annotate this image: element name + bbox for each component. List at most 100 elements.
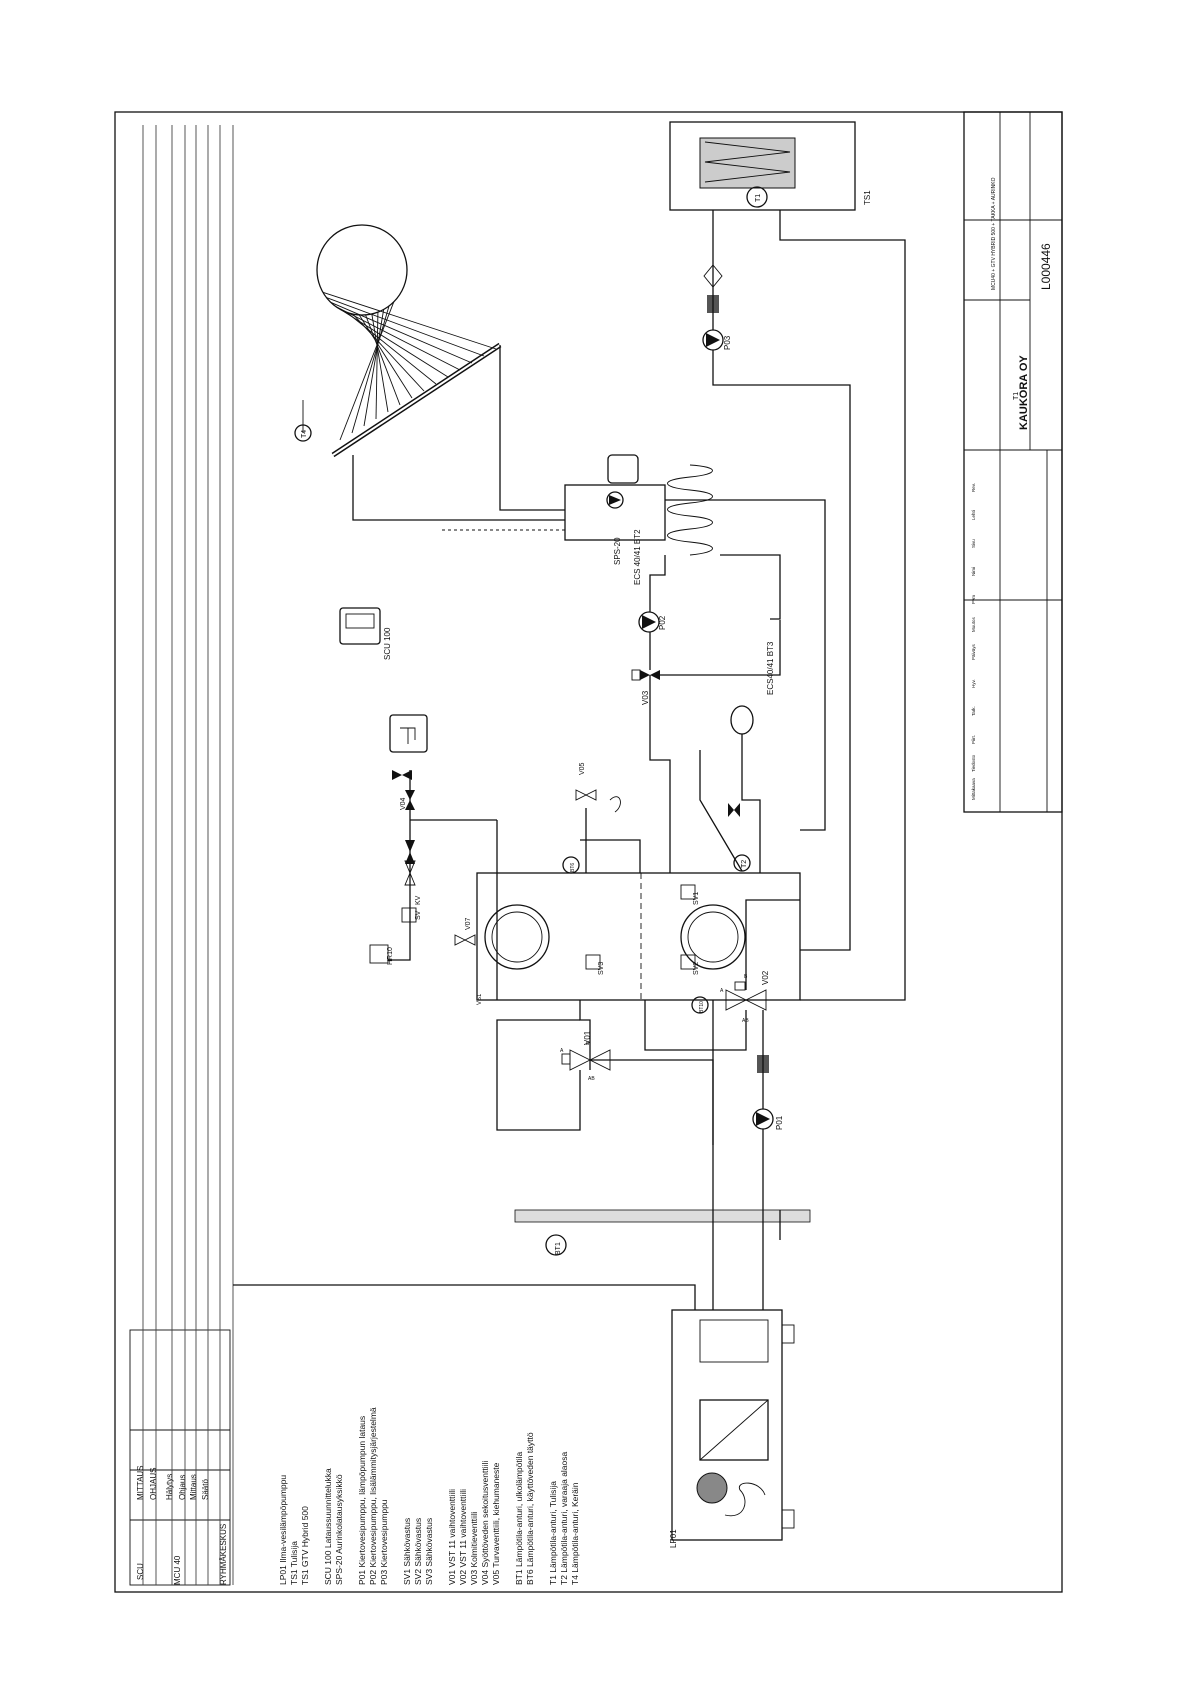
floor-heating-coil [667, 464, 713, 556]
controller-scu100 [339, 607, 381, 645]
legend-entry: TS1 GTV Hybrid 500 [300, 1506, 310, 1585]
bus-label-ryhmakeskus: RYHMÄKESKUS [219, 1524, 228, 1585]
t4-label: T4 [301, 430, 308, 438]
valve-v05 [575, 789, 597, 801]
hr10-label: HR10 [387, 947, 394, 965]
sensor-t1 [746, 186, 768, 208]
pump-p02 [638, 611, 660, 633]
bus-label-halytys: Hälytys [165, 1474, 174, 1500]
v01-mark-a: A [560, 1048, 564, 1054]
title-block-sheet: T1 [1013, 392, 1020, 400]
title-block-cell: Nimi [971, 567, 976, 576]
drawing-frame [114, 111, 1063, 1593]
v02-label: V02 [761, 970, 770, 985]
safety-valve-sv [401, 907, 417, 923]
legend-entry: T4 Lämpötila-anturi, Keräin [570, 1482, 580, 1585]
v01-label: V01 [583, 1030, 592, 1045]
bus-lines [142, 125, 234, 1585]
v01-mark-ab: AB [588, 1076, 595, 1082]
title-block-doc-no: L000446 [1039, 243, 1053, 290]
title-block-cell: Tark. [971, 706, 976, 716]
legend-entry: V02 VST 11 vaihtoventtiili [458, 1489, 468, 1585]
bus-label-mcu40: MCU 40 [173, 1555, 182, 1585]
bt1-label: BT1 [555, 1242, 562, 1255]
legend-entry: SV1 Sähkövastus [402, 1518, 412, 1585]
t1-label: T1 [755, 194, 762, 202]
sv2-label: SV2 [693, 962, 700, 975]
sensor-bt1 [545, 1234, 567, 1256]
legend-entry: SPS-20 Aurinkolatausyksikkö [334, 1474, 344, 1585]
sensor-bt10 [691, 996, 709, 1014]
legend-entry: SV2 Sähkövastus [413, 1518, 423, 1585]
vs1-label: VS1 [477, 993, 483, 1005]
title-block-cell: Muutos [971, 616, 976, 632]
sv3-label: SV3 [598, 962, 605, 975]
legend-entry: T2 Lämpötila-anturi, varaaja alaosa [559, 1451, 569, 1585]
legend-entry: BT1 Lämpötila-anturi, ulkolämpötila [514, 1451, 524, 1585]
bus-label-frame [129, 1329, 231, 1586]
title-block-cell: Piirt. [971, 735, 976, 744]
heat-pump-lp01: LP01 [669, 1309, 795, 1548]
valve-v01: V01 A B AB [560, 1030, 611, 1082]
sv-label: SV [415, 910, 422, 920]
bus-label-ohjaus-2: Ohjaus [178, 1475, 187, 1500]
p01-label: P01 [775, 1115, 784, 1130]
legend-entry: P03 Kiertovesipumppu [379, 1499, 389, 1585]
title-block-cell: Hyv. [971, 679, 976, 688]
v01-mark-b: B [586, 1041, 590, 1047]
v04-label: V04 [400, 797, 407, 810]
title-block-company: KAUKORA OY [1018, 355, 1030, 430]
piping [233, 210, 906, 1310]
legend-entry: BT6 Lämpötila-anturi, käyttöveden täyttö [525, 1432, 535, 1585]
ecs-bt2-label: ECS 40/41 BT2 [633, 529, 642, 585]
legend-entry: P02 Kiertovesipumppu, lisälämmitysjärjes… [368, 1407, 378, 1585]
title-block-cell: Sivu [971, 539, 976, 548]
legend-entry: TS1 Tulisija [289, 1541, 299, 1585]
sv1-label: SV1 [693, 892, 700, 905]
ts1-label: TS1 [863, 190, 872, 205]
bus-label-scu: SCU [136, 1563, 145, 1580]
v03-label: V03 [641, 690, 650, 705]
ecs-bt3-label: ECS40/41 BT3 [766, 641, 775, 695]
valve-v07 [454, 934, 476, 946]
legend-entry: P01 Kiertovesipumppu, lämpöpumpun lataus [357, 1416, 367, 1585]
t2-label: T2 [741, 860, 748, 868]
legend-entry: V01 VST 11 vaihtoventtiili [447, 1489, 457, 1585]
title-block-cell: Päiväys [971, 643, 976, 660]
title-block-cells: Mittakaava Tiedosto Piirt. Tark. Hyv. Päiväys… [971, 483, 976, 800]
fireplace-ts1 [669, 121, 856, 211]
sensor-bt6 [562, 856, 580, 874]
bt10-label: BT10 [699, 1001, 705, 1013]
v02-mark-a: A [720, 988, 724, 994]
title-block-cell: Mittakaava [971, 778, 976, 800]
bus-label-ohjaus: OHJAUS [149, 1468, 158, 1500]
title-block-cell: Pvm [971, 595, 976, 604]
solar-unit-sps20 [564, 484, 666, 541]
legend-entry: SV3 Sähkövastus [424, 1518, 434, 1585]
sps20-label: SPS-20 [613, 537, 622, 565]
sun-rays [322, 291, 497, 441]
lp01-label: LP01 [669, 1529, 678, 1548]
expansion-vessel [730, 705, 754, 735]
bus-label-mittaus: MITTAUS [136, 1465, 145, 1500]
bus-label-block: SCU MITTAUS OHJAUS Hälytys Ohjaus MCU 40… [129, 1329, 231, 1586]
legend-entry: V05 Turvaventtiili, kiehumaneste [491, 1462, 501, 1585]
kv-label: KV [415, 895, 422, 905]
legend-entry: V03 Kolmitieventtiili [469, 1511, 479, 1585]
scu100-label: SCU 100 [383, 627, 392, 660]
legend-entry: LP01 Ilma-vesilämpöpumppu [278, 1475, 288, 1585]
title-block-title: MCU40 + GTV HYBRID 500 + TAKKA + AURINKO [991, 177, 997, 290]
title-block-cell: Tiedosto [971, 754, 976, 772]
v07-label: V07 [465, 917, 472, 930]
storage-tank-vs1: VS1 SV3 SV1 SV2 [476, 872, 801, 1005]
mixer-icon [389, 714, 428, 753]
title-block-cell: Rev. [971, 483, 976, 492]
legend-entry: V04 Syöttöveden sekoitusventtiili [480, 1461, 490, 1585]
sun-icon [316, 224, 408, 316]
wall-hatch [514, 1209, 811, 1223]
p02-label: P02 [658, 615, 667, 630]
relay-hr10 [369, 944, 389, 964]
